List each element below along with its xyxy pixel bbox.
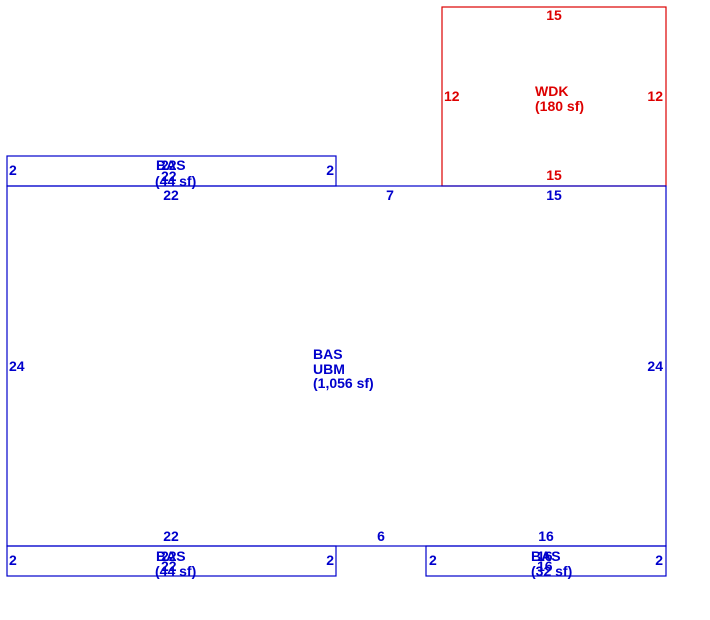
deck-label: WDK [535, 83, 568, 99]
bottom-left-bay-outline [6, 545, 337, 577]
deck-dim-top: 15 [546, 7, 562, 23]
main-area: (1,056 sf) [313, 375, 374, 391]
deck-area: (180 sf) [535, 98, 584, 114]
main-dim-bottom-right: 16 [538, 528, 554, 544]
top-bay-dim-overlap-2: 22 [161, 168, 177, 184]
main-dim-top-right: 15 [546, 187, 562, 203]
deck-section: 15 15 12 12 WDK (180 sf) [441, 6, 667, 187]
bottom-left-bay-area: (44 sf) [155, 563, 196, 579]
bottom-left-bay-dim-left: 2 [9, 552, 17, 568]
bottom-right-bay-dim-overlap-1: 16 [537, 548, 553, 564]
bottom-right-bay-area: (32 sf) [531, 563, 572, 579]
main-section: 22 7 15 24 24 BAS UBM (1,056 sf) 22 6 16 [6, 185, 667, 547]
bottom-right-bay-outline [425, 545, 667, 577]
main-dim-top-middle: 7 [386, 187, 394, 203]
main-dim-bottom-left: 22 [163, 528, 179, 544]
main-label-bas: BAS [313, 346, 343, 362]
main-dim-top-left: 22 [163, 187, 179, 203]
top-bay-area: (44 sf) [155, 173, 196, 189]
deck-dim-bottom: 15 [546, 167, 562, 183]
main-dim-right: 24 [647, 358, 663, 374]
bottom-left-bay-section: 2 2 BAS 22 22 (44 sf) [6, 545, 337, 579]
bottom-left-bay-dim-overlap-1: 22 [161, 548, 177, 564]
top-bay-dim-left: 2 [9, 162, 17, 178]
bottom-right-bay-section: 2 2 BAS 16 16 (32 sf) [425, 545, 667, 579]
bottom-right-bay-label: BAS [531, 548, 561, 564]
top-bay-label: BAS [156, 157, 186, 173]
bottom-left-bay-dim-overlap-2: 22 [161, 558, 177, 574]
bottom-right-bay-dim-overlap-2: 16 [537, 558, 553, 574]
top-bay-section: 2 2 BAS 22 22 (44 sf) [6, 155, 337, 189]
main-dim-bottom-middle: 6 [377, 528, 385, 544]
main-label-ubm: UBM [313, 361, 345, 377]
bottom-left-bay-label: BAS [156, 548, 186, 564]
deck-dim-right: 12 [647, 88, 663, 104]
top-bay-dim-right: 2 [326, 162, 334, 178]
deck-dim-left: 12 [444, 88, 460, 104]
bottom-right-bay-dim-right: 2 [655, 552, 663, 568]
bottom-left-bay-dim-right: 2 [326, 552, 334, 568]
main-dim-left: 24 [9, 358, 25, 374]
bottom-right-bay-dim-left: 2 [429, 552, 437, 568]
top-bay-dim-overlap-1: 22 [161, 157, 177, 173]
